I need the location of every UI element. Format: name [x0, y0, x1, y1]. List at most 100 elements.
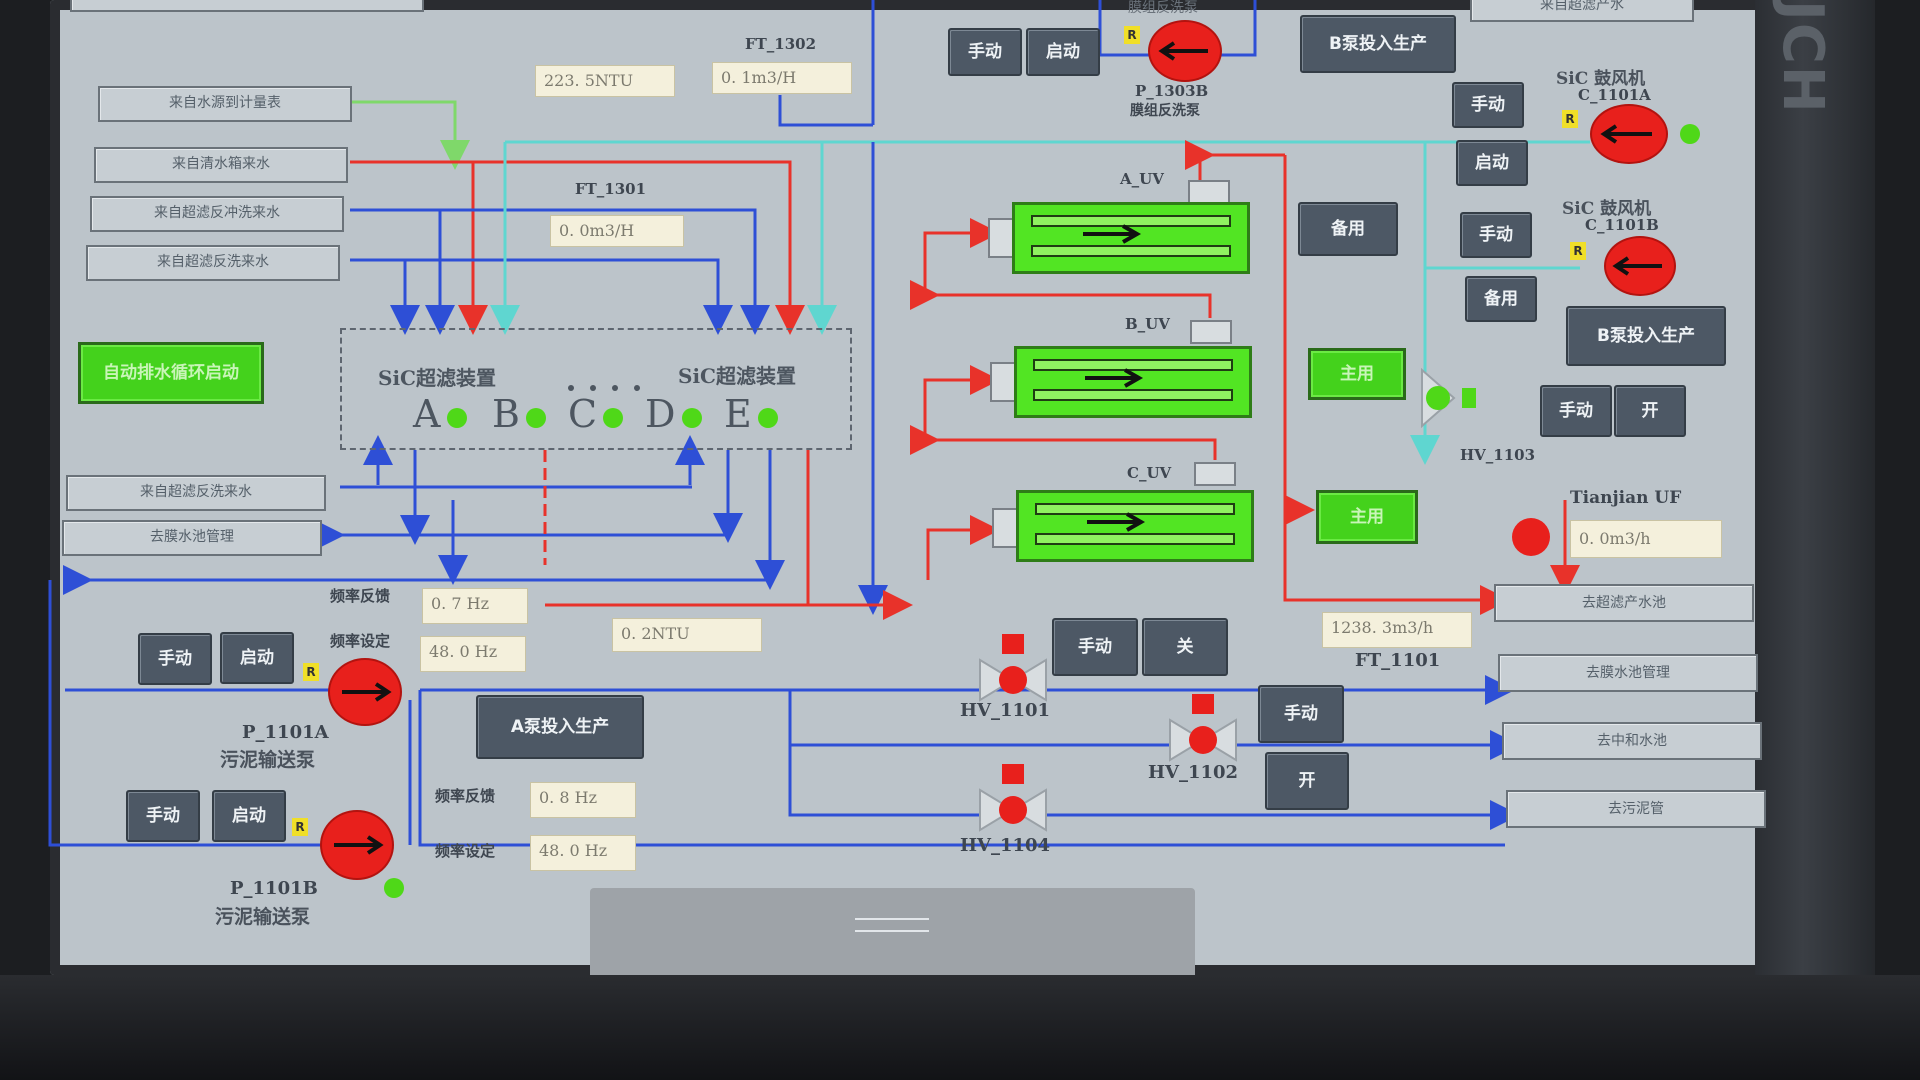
sic-unit-d-label: D	[645, 392, 676, 436]
p1303b-pump-icon[interactable]	[1150, 22, 1220, 80]
c1101b-blower-icon[interactable]	[1606, 238, 1674, 294]
p1303b-manual-button[interactable]: 手动	[948, 28, 1022, 76]
ft-1302-readout: 0. 1m3/H	[712, 62, 852, 94]
p1101b-feedback-readout: 0. 8 Hz	[530, 782, 636, 818]
b-uv-main-button[interactable]: 主用	[1308, 348, 1406, 400]
c1101b-title: SiC 鼓风机	[1562, 199, 1652, 219]
c1101b-standby-button[interactable]: 备用	[1465, 276, 1537, 322]
p1303b-desc: 膜组反洗泵	[1130, 103, 1200, 119]
p1101a-feedback-readout: 0. 7 Hz	[422, 588, 528, 624]
hv1102-tag: HV_1102	[1148, 762, 1239, 783]
dest-box-sludge: 去污泥管	[1506, 790, 1766, 828]
p1101a-tag: P_1101A	[242, 722, 329, 743]
hv1103-open-button[interactable]: 开	[1614, 385, 1686, 437]
ft1101-tag: FT_1101	[1355, 650, 1441, 671]
hv1103-valve-icon[interactable]	[1418, 368, 1488, 428]
sic-title-left: SiC超滤装置	[378, 366, 496, 390]
panel-pull-tab[interactable]	[590, 888, 1195, 975]
a-uv-standby-button[interactable]: 备用	[1298, 202, 1398, 256]
dest-box-neutralization: 去中和水池	[1502, 722, 1762, 760]
turbidity-in-readout: 223. 5NTU	[535, 65, 675, 97]
a-uv-tag: A_UV	[1120, 170, 1164, 188]
p1101b-manual-button[interactable]: 手动	[126, 790, 200, 842]
dest-box-uf-product: 去超滤产水池	[1494, 584, 1754, 622]
c-uv-inlet	[992, 508, 1020, 548]
hv1101-close-button[interactable]: 关	[1142, 618, 1228, 676]
p1101b-status-icon	[384, 878, 404, 898]
p1101a-setpoint-readout[interactable]: 48. 0 Hz	[420, 636, 526, 672]
source-box-3: 来自超滤反冲洗来水	[90, 196, 344, 232]
c1101a-blower-icon[interactable]	[1592, 106, 1666, 162]
p1303b-top-desc: 膜组反洗泵	[1128, 0, 1198, 16]
hv1101-tag: HV_1101	[960, 700, 1051, 721]
c1101a-status-icon	[1680, 124, 1700, 144]
sic-uf-unit	[340, 328, 852, 450]
c-uv-main-button[interactable]: 主用	[1316, 490, 1418, 544]
c1101a-remote-badge: R	[1562, 110, 1578, 128]
hv1104-tag: HV_1104	[960, 835, 1051, 856]
monitor-bezel	[1755, 0, 1875, 990]
hv1102-open-button[interactable]: 开	[1265, 752, 1349, 810]
ft-1301-readout: 0. 0m3/H	[550, 215, 684, 247]
hv1102-manual-button[interactable]: 手动	[1258, 685, 1344, 743]
c1101a-start-button[interactable]: 启动	[1456, 140, 1528, 186]
sic-unit-d-status-icon	[682, 408, 702, 428]
b-uv-port	[1190, 320, 1232, 344]
brand-logo: JCH	[1770, 0, 1835, 115]
sic-unit-a-label: A	[413, 392, 441, 436]
freq-setpoint-a-label: 频率设定	[330, 632, 391, 650]
auto-cycle-button[interactable]: 自动排水循环启动	[78, 342, 264, 404]
p1101a-pump-icon[interactable]	[330, 660, 400, 724]
p1101b-start-button[interactable]: 启动	[212, 790, 286, 842]
p1101b-desc: 污泥输送泵	[215, 906, 311, 928]
hv1103-tag: HV_1103	[1460, 446, 1536, 464]
p1101a-remote-badge: R	[303, 663, 319, 681]
c-uv-port	[1194, 462, 1236, 486]
sic-unit-c-label: C	[568, 392, 598, 436]
c1101a-manual-button[interactable]: 手动	[1452, 82, 1524, 128]
return-box-2: 去膜水池管理	[62, 520, 322, 556]
p1101a-manual-button[interactable]: 手动	[138, 633, 212, 685]
b-pump-production-button-top[interactable]: B泵投入生产	[1300, 15, 1456, 73]
p1101b-remote-badge: R	[292, 818, 308, 836]
sic-unit-a-status-icon	[447, 408, 467, 428]
sic-unit-c-status-icon	[603, 408, 623, 428]
hv1102-valve-icon[interactable]	[1168, 690, 1238, 770]
hv1104-valve-icon[interactable]	[978, 760, 1048, 840]
hv1103-manual-button[interactable]: 手动	[1540, 385, 1612, 437]
a-uv-port	[1188, 180, 1230, 204]
c1101b-manual-button[interactable]: 手动	[1460, 212, 1532, 258]
grip-icon	[855, 918, 929, 932]
source-box-4: 来自超滤反洗来水	[86, 245, 340, 281]
p1101b-setpoint-readout[interactable]: 48. 0 Hz	[530, 835, 636, 871]
p1303b-start-button[interactable]: 启动	[1026, 28, 1100, 76]
c1101a-title: SiC 鼓风机	[1556, 69, 1646, 89]
p1101a-desc: 污泥输送泵	[220, 749, 316, 771]
c1101b-tag: C_1101B	[1585, 216, 1659, 234]
sic-title-right: SiC超滤装置	[678, 364, 796, 388]
freq-setpoint-b-label: 频率设定	[435, 842, 496, 860]
freq-feedback-a-label: 频率反馈	[330, 587, 391, 605]
b-uv-tag: B_UV	[1125, 315, 1170, 333]
a-pump-production-button[interactable]: A泵投入生产	[476, 695, 644, 759]
c-uv-unit[interactable]	[1016, 490, 1254, 562]
source-box-top	[70, 0, 424, 12]
ft1101-readout: 1238. 3m3/h	[1322, 612, 1472, 648]
ft-1302-tag: FT_1302	[745, 35, 817, 53]
p1101b-tag: P_1101B	[230, 878, 318, 899]
p1101a-start-button[interactable]: 启动	[220, 632, 294, 684]
source-box-2: 来自清水箱来水	[94, 147, 348, 183]
p1303b-remote-badge: R	[1124, 26, 1140, 44]
p1101b-pump-icon[interactable]	[322, 812, 392, 878]
sic-dots-separator	[568, 385, 658, 393]
tianjian-uf-indicator-icon	[1512, 518, 1550, 556]
b-uv-unit[interactable]	[1014, 346, 1252, 418]
b-pump-production-button[interactable]: B泵投入生产	[1566, 306, 1726, 366]
dest-box-membrane-tank: 去膜水池管理	[1498, 654, 1758, 692]
ft-1301-tag: FT_1301	[575, 180, 647, 198]
hv1101-valve-icon[interactable]	[978, 630, 1048, 710]
hv1101-manual-button[interactable]: 手动	[1052, 618, 1138, 676]
a-uv-unit[interactable]	[1012, 202, 1250, 274]
sic-unit-e-label: E	[724, 392, 752, 436]
tianjian-uf-tag: Tianjian UF	[1570, 488, 1682, 508]
